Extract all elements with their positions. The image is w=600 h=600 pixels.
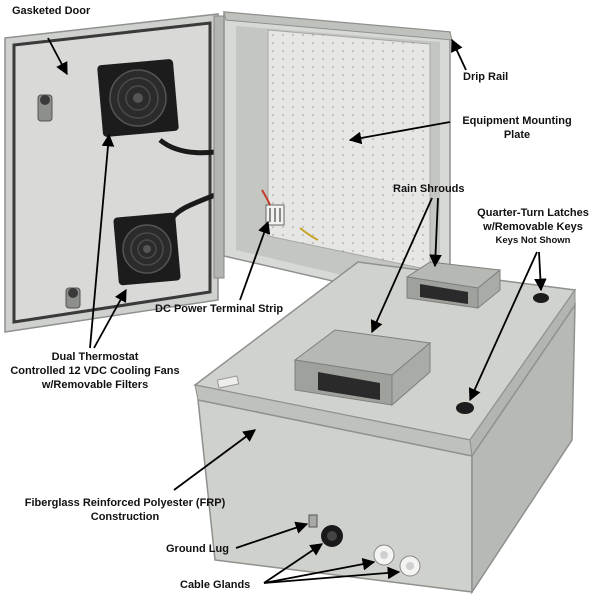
label-cooling-fans-line3: w/Removable Filters	[41, 379, 149, 391]
label-latches-line1: Quarter-Turn Latches	[477, 207, 589, 219]
arrow-frp	[173, 429, 257, 491]
label-cooling-fans-line1: Dual Thermostat	[51, 351, 139, 363]
arrow-gland-white-1	[263, 557, 376, 584]
label-latches: Quarter-Turn Latches w/Removable Keys Ke…	[468, 206, 598, 248]
quarter-turn-latch-rear	[533, 293, 549, 303]
label-frp: Fiberglass Reinforced Polyester (FRP) Co…	[10, 496, 240, 524]
label-mounting-plate: Equipment Mounting Plate	[452, 114, 582, 142]
label-terminal-strip: DC Power Terminal Strip	[155, 303, 284, 315]
rain-shroud-front	[293, 329, 432, 407]
closed-enclosure	[193, 261, 577, 595]
arrow-fan-top	[89, 133, 115, 349]
label-ground-lug: Ground Lug	[166, 543, 229, 555]
brand-plate	[216, 375, 240, 389]
arrow-drip-rail	[451, 38, 467, 71]
label-mounting-plate-line1: Equipment Mounting	[462, 115, 572, 127]
arrow-gasketed-door	[47, 37, 68, 76]
label-cooling-fans: Dual Thermostat Controlled 12 VDC Coolin…	[0, 350, 190, 392]
label-rain-shrouds: Rain Shrouds	[393, 183, 465, 195]
arrow-mounting-plate	[348, 121, 451, 145]
callout-arrows	[47, 37, 547, 584]
arrow-fan-bottom	[93, 288, 127, 349]
label-drip-rail: Drip Rail	[463, 71, 509, 83]
arrow-latch-front	[468, 251, 538, 402]
arrow-latch-rear	[534, 251, 547, 292]
rain-shroud-rear	[405, 261, 502, 310]
label-latches-line2: w/Removable Keys	[483, 221, 583, 233]
label-latches-note: Keys Not Shown	[495, 235, 571, 246]
label-frp-line2: Construction	[90, 511, 160, 523]
cooling-fan-top	[97, 59, 179, 137]
ground-lug	[308, 514, 318, 528]
arrow-gland-black	[263, 543, 324, 584]
label-cable-glands: Cable Glands	[180, 579, 251, 591]
cooling-fan-bottom	[113, 212, 181, 286]
arrow-gland-white-2	[263, 566, 401, 584]
label-gasketed-door: Gasketed Door	[12, 5, 91, 17]
frp-body-side	[471, 302, 576, 595]
open-enclosure	[4, 11, 453, 333]
arrow-rain-shroud-rear	[429, 197, 442, 268]
door-hinge	[213, 15, 225, 279]
label-frp-line1: Fiberglass Reinforced Polyester (FRP)	[24, 497, 226, 509]
arrow-rain-shroud-front	[370, 197, 433, 334]
arrow-terminal-strip	[239, 220, 271, 301]
label-cooling-fans-line2: Controlled 12 VDC Cooling Fans	[10, 365, 180, 377]
label-mounting-plate-line2: Plate	[503, 129, 531, 141]
quarter-turn-latch-front	[456, 402, 474, 414]
arrow-ground-lug	[235, 521, 309, 549]
